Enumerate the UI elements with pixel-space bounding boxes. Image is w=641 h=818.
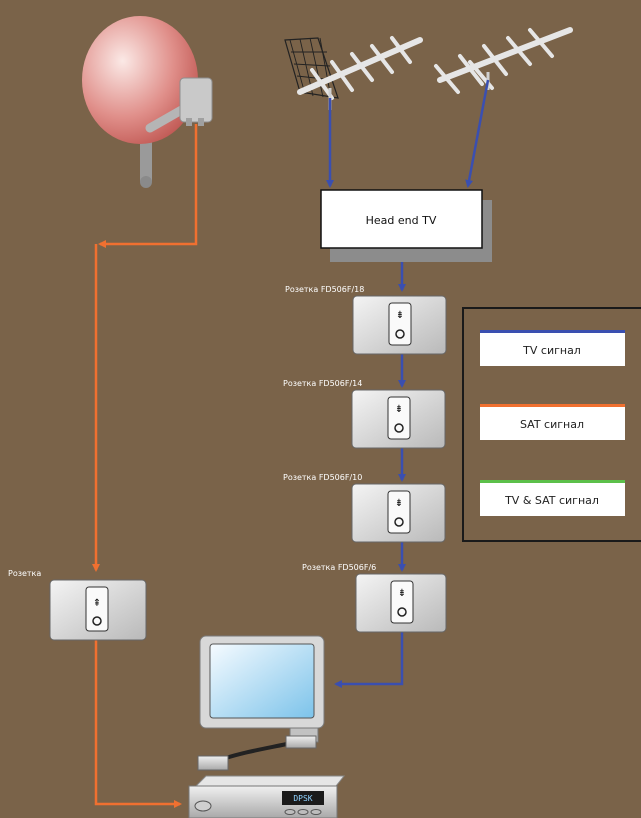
sat-socket-icon: ⇞ (93, 598, 101, 609)
scart-cable-icon (197, 735, 317, 771)
legend-swatch-tv (480, 330, 625, 333)
satellite-dish-icon (82, 16, 213, 188)
headend-box: Head end TV (320, 189, 492, 262)
sat-outlet: Розетка ⇞ (8, 569, 147, 641)
sat-outlet-label: Розетка (8, 569, 41, 578)
legend-label: TV сигнал (522, 344, 581, 357)
legend-item-sat: SAT сигнал (480, 404, 625, 440)
headend-label: Head end TV (366, 214, 437, 227)
outlet-fd506f-10: Розетка FD506F/10 ⇟ (283, 473, 446, 543)
outlet-label: Розетка FD506F/6 (302, 563, 376, 572)
outlet-fd506f-14: Розетка FD506F/14 ⇟ (283, 379, 446, 449)
tv-antenna-right-icon (434, 27, 573, 94)
legend-item-tv: TV сигнал (480, 330, 625, 366)
tv-antenna-left-icon (284, 36, 423, 110)
outlet-label: Розетка FD506F/18 (285, 285, 364, 294)
outlet-label: Розетка FD506F/10 (283, 473, 362, 482)
sat-signal-lines (92, 124, 198, 808)
legend-swatch-tv-sat (480, 480, 625, 483)
tv-socket-icon: ⇟ (395, 498, 403, 509)
tv-socket-icon: ⇟ (395, 404, 403, 415)
receiver-display: DPSK (293, 794, 312, 803)
outlet-fd506f-6: Розетка FD506F/6 ⇟ (302, 563, 447, 633)
legend-swatch-sat (480, 404, 625, 407)
outlet-fd506f-18: Розетка FD506F/18 ⇟ (285, 285, 447, 355)
legend-label: SAT сигнал (520, 418, 584, 431)
legend-label: TV & SAT сигнал (504, 494, 599, 507)
tv-socket-icon: ⇟ (396, 310, 404, 321)
television-icon (199, 635, 325, 743)
legend-item-tv-sat: TV & SAT сигнал (480, 480, 625, 516)
tv-signal-lines (326, 79, 490, 688)
satellite-receiver-icon: DPSK (188, 775, 346, 818)
legend: TV сигнал SAT сигнал TV & SAT сигнал (462, 307, 641, 542)
tv-socket-icon: ⇟ (398, 588, 406, 599)
outlet-label: Розетка FD506F/14 (283, 379, 362, 388)
